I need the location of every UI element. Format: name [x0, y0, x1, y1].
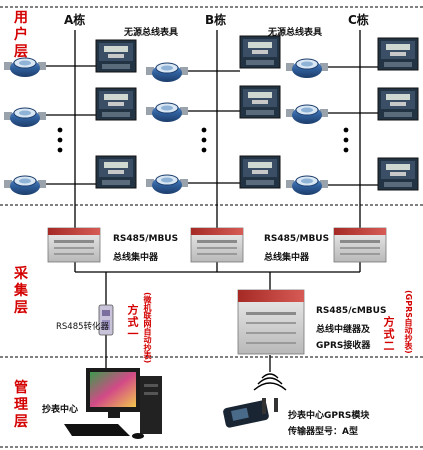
relay-line1: RS485/cMBUS — [316, 306, 387, 316]
rs485-converter-icon — [98, 304, 114, 336]
gprs-module-icon — [223, 398, 278, 428]
continuation-dots — [57, 127, 349, 153]
relay-line3: GPRS接收器 — [316, 341, 371, 351]
collect-layer-label: 采集层 — [14, 266, 28, 316]
building-a-label: A栋 — [64, 13, 86, 27]
building-b-label: B栋 — [205, 13, 227, 27]
manage-layer-label: 管理层 — [14, 380, 28, 430]
gprs-module-line1: 抄表中心GPRS模块 — [288, 411, 370, 421]
wireless-waves — [253, 373, 287, 391]
relay-receiver-icon — [237, 289, 305, 355]
mode-two-note: (GPRS自动抄表) — [404, 290, 413, 354]
computer-icon — [64, 368, 162, 439]
concentrator-a-line1: RS485/MBUS — [113, 234, 179, 244]
meter-box-label-b: 无源总线表具 — [268, 28, 323, 38]
meter-reading-center-label: 抄表中心 — [42, 405, 79, 415]
building-c-label: C栋 — [348, 13, 369, 27]
rs485-converter-label: RS485转化器 — [56, 322, 110, 332]
meter-box-label-a: 无源总线表具 — [124, 28, 179, 38]
concentrator-b-line2: 总线集中器 — [264, 253, 310, 263]
concentrator-b-line1: RS485/MBUS — [264, 234, 330, 244]
concentrator-a-line2: 总线集中器 — [113, 253, 159, 263]
mode-one-note: (微机联网自动抄表) — [143, 292, 152, 364]
relay-line2: 总线中继器及 — [316, 325, 371, 335]
user-layer-label: 用户层 — [14, 10, 28, 60]
mode-one-title: 方式一 — [126, 304, 139, 340]
concentrator-icons — [47, 227, 387, 263]
mode-two-title: 方式二 — [382, 316, 395, 352]
gprs-module-line2: 传输器型号：A型 — [288, 427, 358, 437]
